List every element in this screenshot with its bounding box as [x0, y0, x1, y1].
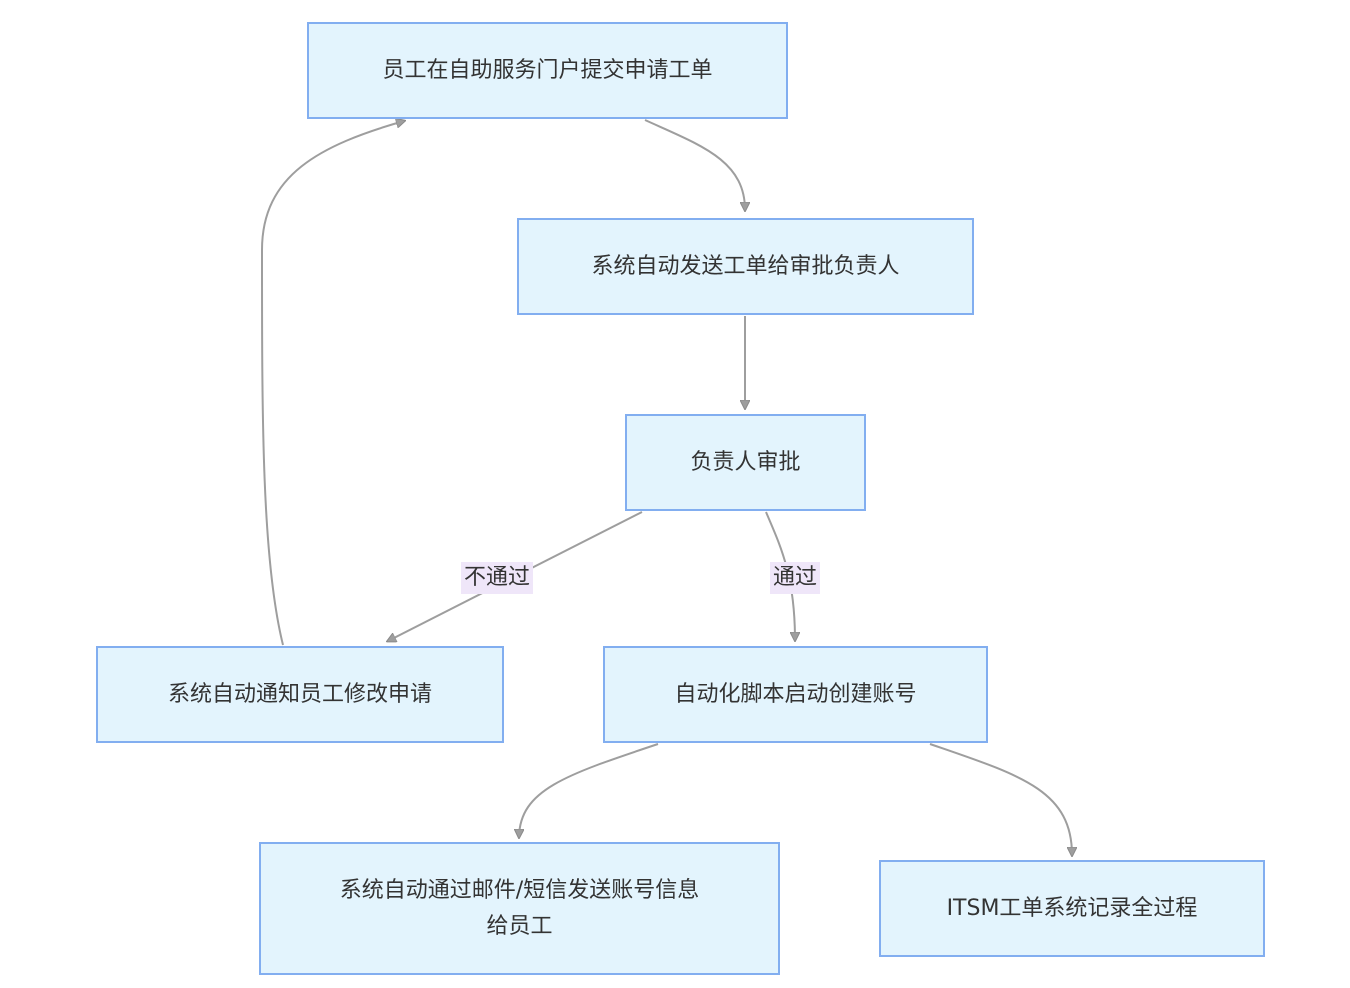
edge-create-to-inform: [519, 743, 659, 837]
edge-label-reject: 不通过: [460, 562, 534, 594]
node-send-to-approver-label: 系统自动发送工单给审批负责人: [591, 253, 900, 279]
node-approver-review[interactable]: 负责人审批: [625, 414, 866, 511]
node-notify-employee-label: 系统自动通知员工修改申请: [167, 681, 432, 707]
edge-notify-to-submit: [260, 121, 404, 646]
node-notify-employee[interactable]: 系统自动通知员工修改申请: [96, 646, 504, 743]
node-itsm-record-label: ITSM工单系统记录全过程: [946, 895, 1198, 921]
node-itsm-record[interactable]: ITSM工单系统记录全过程: [879, 860, 1265, 957]
node-create-account[interactable]: 自动化脚本启动创建账号: [603, 646, 988, 743]
edge-label-pass: 通过: [769, 562, 821, 594]
node-approver-review-label: 负责人审批: [690, 449, 801, 475]
edge-create-to-record: [929, 743, 1072, 855]
node-send-account-info[interactable]: 系统自动通过邮件/短信发送账号信息 给员工: [259, 842, 780, 975]
node-submit-request-label: 员工在自助服务门户提交申请工单: [382, 57, 713, 83]
node-create-account-label: 自动化脚本启动创建账号: [674, 681, 917, 707]
node-submit-request[interactable]: 员工在自助服务门户提交申请工单: [307, 22, 788, 119]
node-send-account-info-line2: 给员工: [486, 913, 553, 939]
node-send-account-info-line1: 系统自动通过邮件/短信发送账号信息: [339, 877, 700, 903]
edge-submit-to-send: [644, 119, 745, 210]
node-send-to-approver[interactable]: 系统自动发送工单给审批负责人: [517, 218, 974, 315]
